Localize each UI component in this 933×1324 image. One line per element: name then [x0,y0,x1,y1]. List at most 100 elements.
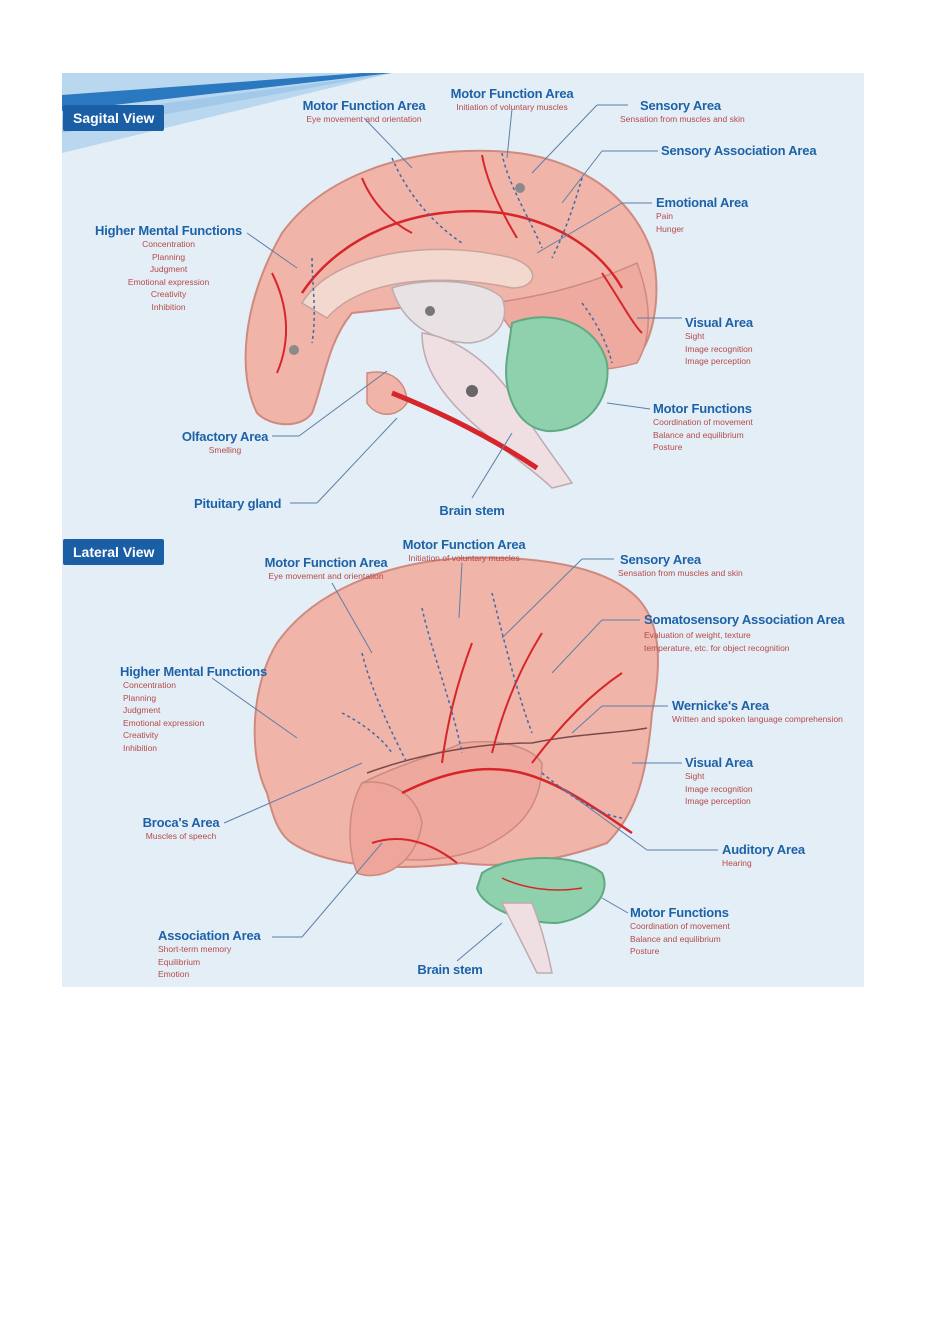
lat-higher-sub-4: Emotional expression [120,717,267,730]
lat-visual-sub-1: Sight [685,770,753,783]
lat-label-auditory: Auditory Area Hearing [722,842,805,870]
sag-label-olfactory: Olfactory Area Smelling [182,429,268,457]
lat-label-brainstem: Brain stem [417,962,482,977]
sag-higher-sub-3: Judgment [95,263,242,276]
lat-somato-sub-2: temperature, etc. for object recognition [644,642,844,655]
lat-higher-sub-6: Inhibition [120,742,267,755]
sag-emotional-title: Emotional Area [656,195,748,210]
lat-visual-sub-3: Image perception [685,795,753,808]
sag-pituitary-title: Pituitary gland [194,496,281,511]
sag-olfactory-title: Olfactory Area [182,429,268,444]
sag-higher-sub-1: Concentration [95,238,242,251]
lat-higher-sub-3: Judgment [120,704,267,717]
lat-label-visual: Visual Area Sight Image recognition Imag… [685,755,753,808]
lat-association-sub-1: Short-term memory [158,943,261,956]
lat-higher-sub-1: Concentration [120,679,267,692]
lat-motor-fn-sub-1: Coordination of movement [630,920,730,933]
lat-wernicke-title: Wernicke's Area [672,698,843,713]
sag-sensory-assoc-title: Sensory Association Area [661,143,816,158]
lat-higher-title: Higher Mental Functions [120,664,267,679]
lat-motor-fn-title: Motor Functions [630,905,730,920]
lat-label-motor-functions: Motor Functions Coordination of movement… [630,905,730,958]
sagittal-pin-4 [289,345,299,355]
lat-label-motor-eye: Motor Function Area Eye movement and ori… [265,555,388,583]
sag-motor-eye-sub: Eye movement and orientation [303,113,426,126]
lat-label-higher: Higher Mental Functions Concentration Pl… [120,664,267,754]
lat-somato-title: Somatosensory Association Area [644,612,844,627]
leader-motor-voluntary [507,109,512,158]
lat-sensory-sub: Sensation from muscles and skin [618,567,743,580]
leader-motor-fn [607,403,650,409]
sag-higher-sub-6: Inhibition [95,301,242,314]
lat-broca-title: Broca's Area [143,815,220,830]
sag-motor-vol-title: Motor Function Area [451,86,574,101]
sag-emotional-sub-1: Pain [656,210,748,223]
sag-emotional-sub-2: Hunger [656,223,748,236]
sagittal-frontal-base [367,372,407,414]
sag-motor-fn-title: Motor Functions [653,401,753,416]
diagram-panel: Sagital View Lateral View Motor Function… [62,73,864,987]
lat-label-sensory: Sensory Area Sensation from muscles and … [618,552,743,580]
lat-sensory-title: Sensory Area [618,552,743,567]
lat-label-somato: Somatosensory Association Area Evaluatio… [644,612,844,654]
lat-label-broca: Broca's Area Muscles of speech [143,815,220,843]
lat-motor-fn-sub-2: Balance and equilibrium [630,933,730,946]
sagittal-brain [246,151,657,488]
sag-visual-sub-1: Sight [685,330,753,343]
lat-auditory-sub: Hearing [722,857,805,870]
sagittal-pin-2 [466,385,478,397]
sag-label-motor-eye: Motor Function Area Eye movement and ori… [303,98,426,126]
lat-association-sub-3: Emotion [158,968,261,981]
sag-motor-fn-sub-2: Balance and equilibrium [653,429,753,442]
lat-motor-eye-title: Motor Function Area [265,555,388,570]
sag-label-motor-voluntary: Motor Function Area Initiation of volunt… [451,86,574,114]
sag-sensory-sub: Sensation from muscles and skin [620,113,745,126]
lateral-brain [255,558,658,973]
leader-sensory-2 [532,105,597,173]
lat-association-sub-2: Equilibrium [158,956,261,969]
sag-motor-eye-title: Motor Function Area [303,98,426,113]
sagittal-pin-3 [515,183,525,193]
lat-broca-sub: Muscles of speech [143,830,220,843]
leader-motor-eye [364,118,412,168]
lat-auditory-title: Auditory Area [722,842,805,857]
sag-label-sensory: Sensory Area Sensation from muscles and … [620,98,745,126]
sag-sensory-title: Sensory Area [620,98,745,113]
sag-visual-sub-2: Image recognition [685,343,753,356]
lat-motor-eye-sub: Eye movement and orientation [265,570,388,583]
sag-label-motor-functions: Motor Functions Coordination of movement… [653,401,753,454]
sag-label-brainstem: Brain stem [439,503,504,518]
lateral-view-badge: Lateral View [63,539,164,565]
leader-lat-brainstem [457,923,502,961]
sag-olfactory-sub: Smelling [182,444,268,457]
sag-label-emotional: Emotional Area Pain Hunger [656,195,748,235]
lat-motor-vol-sub: Initiation of voluntary muscles [403,552,526,565]
lat-motor-fn-sub-3: Posture [630,945,730,958]
lat-somato-sub-1: Evaluation of weight, texture [644,629,844,642]
sag-label-visual: Visual Area Sight Image recognition Imag… [685,315,753,368]
sag-brainstem-title: Brain stem [439,503,504,518]
sag-visual-title: Visual Area [685,315,753,330]
lat-higher-sub-5: Creativity [120,729,267,742]
sag-motor-fn-sub-1: Coordination of movement [653,416,753,429]
lat-wernicke-sub: Written and spoken language comprehensio… [672,713,843,726]
sagittal-view-badge: Sagital View [63,105,164,131]
leader-pituitary-2 [317,418,397,503]
lat-motor-vol-title: Motor Function Area [403,537,526,552]
lat-brainstem-title: Brain stem [417,962,482,977]
lat-label-wernicke: Wernicke's Area Written and spoken langu… [672,698,843,726]
lateral-cerebellum [477,858,605,923]
sag-higher-sub-2: Planning [95,251,242,264]
sag-higher-sub-5: Creativity [95,288,242,301]
lat-label-association: Association Area Short-term memory Equil… [158,928,261,981]
sag-higher-title: Higher Mental Functions [95,223,242,238]
lat-label-motor-voluntary: Motor Function Area Initiation of volunt… [403,537,526,565]
sagittal-thalamus [392,281,505,343]
sag-motor-fn-sub-3: Posture [653,441,753,454]
leader-lat-motor-fn [602,898,628,913]
sag-label-pituitary: Pituitary gland [194,496,281,511]
sag-label-higher: Higher Mental Functions Concentration Pl… [95,223,242,313]
sag-label-sensory-assoc: Sensory Association Area [661,143,816,158]
lat-visual-sub-2: Image recognition [685,783,753,796]
sag-motor-vol-sub: Initiation of voluntary muscles [451,101,574,114]
